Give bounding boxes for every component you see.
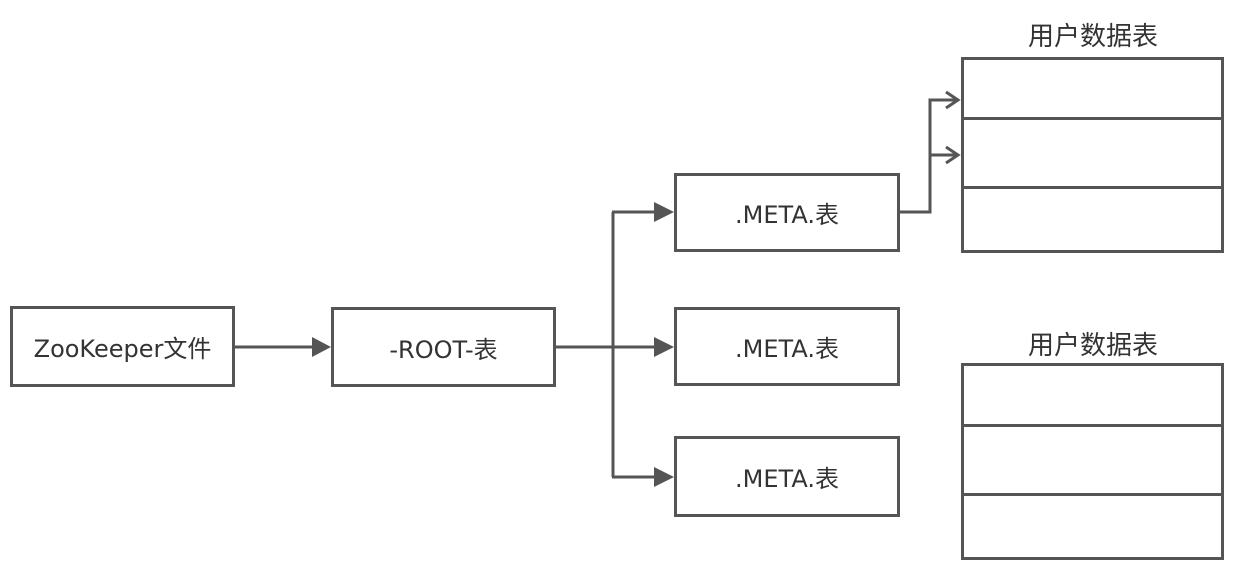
root-table-node: -ROOT-表 [331,307,556,387]
user-table-row-divider [964,186,1221,189]
meta-table-label-middle: .META.表 [735,335,839,363]
user-table-row-divider [964,493,1221,496]
root-table-label: -ROOT-表 [389,335,498,364]
meta-table-node-middle: .META.表 [674,307,900,386]
zookeeper-file-label: ZooKeeper文件 [33,335,212,363]
user-table-row-divider [964,424,1221,427]
user-table-title-2: 用户数据表 [1027,331,1158,361]
meta-table-label-top: .META.表 [735,201,839,229]
user-data-table-2 [961,363,1224,560]
user-table-row-divider [964,117,1221,120]
zookeeper-file-node: ZooKeeper文件 [10,306,235,387]
user-table-title-1: 用户数据表 [1027,22,1158,52]
meta-table-node-bottom: .META.表 [674,436,900,517]
meta-table-label-bottom: .META.表 [735,465,839,493]
user-data-table-1 [961,57,1224,253]
meta-table-node-top: .META.表 [674,173,900,252]
